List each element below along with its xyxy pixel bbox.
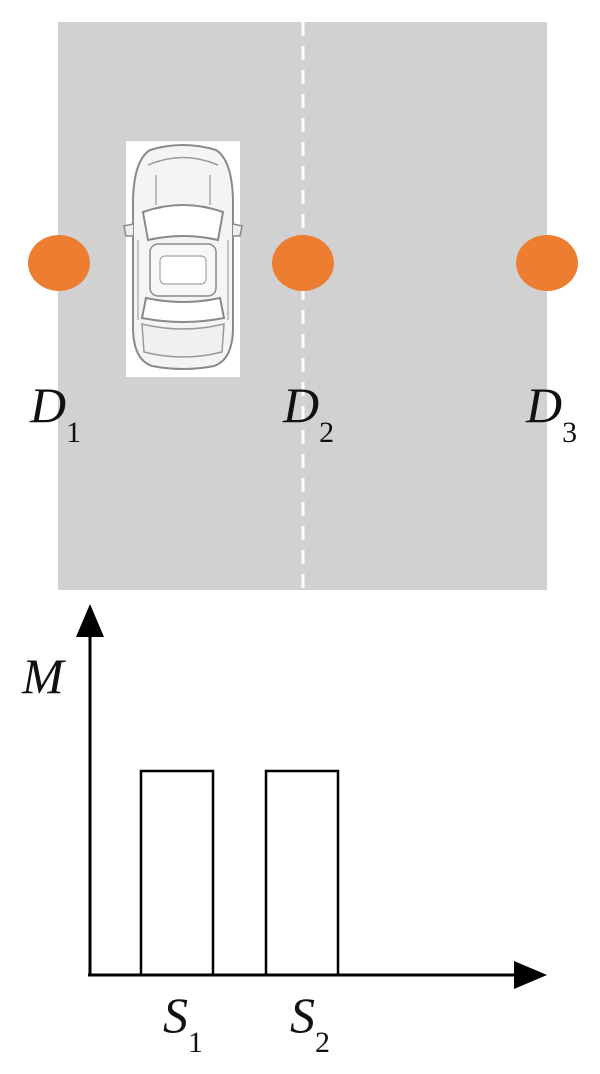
detector-label-d3: D3 xyxy=(525,377,577,449)
x-axis-arrow xyxy=(514,961,547,989)
signal-plot: M S1 S2 xyxy=(21,604,547,1059)
detector-label-d1: D1 xyxy=(29,377,81,449)
detector-dot-icon xyxy=(272,235,334,291)
pulse-label-s1: S1 xyxy=(163,987,203,1059)
detector-label-d2: D2 xyxy=(282,377,334,449)
detectors xyxy=(28,235,578,291)
pulse-s2 xyxy=(264,769,340,977)
pulse-s1 xyxy=(139,769,215,977)
detector-dot-icon xyxy=(516,235,578,291)
y-axis-arrow xyxy=(76,604,104,637)
y-axis-label: M xyxy=(21,648,66,704)
detector-dot-icon xyxy=(28,235,90,291)
car-top-view-icon xyxy=(123,141,243,377)
pulse-label-s2: S2 xyxy=(290,987,330,1059)
